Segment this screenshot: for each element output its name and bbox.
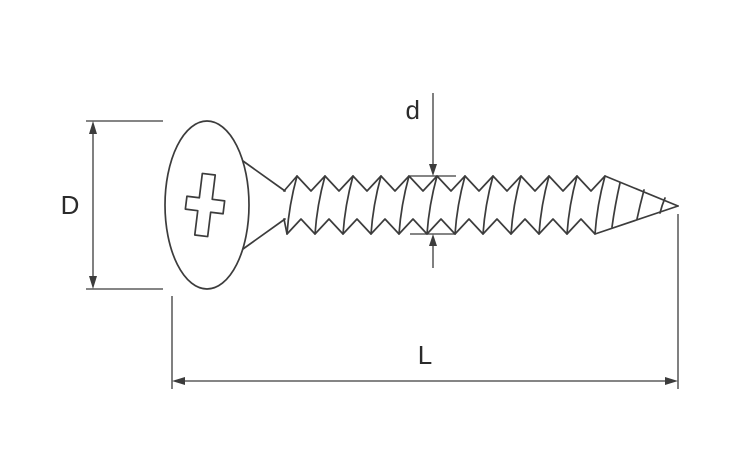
arrow-left-icon (172, 377, 185, 385)
screw-neck-top (242, 160, 286, 192)
screw-neck-bottom (242, 218, 286, 250)
phillips-cross-icon (184, 172, 226, 238)
arrow-right-icon (665, 377, 678, 385)
dimension-L-label: L (418, 340, 432, 370)
thread-helix-lines (286, 175, 606, 235)
screw-head (164, 120, 250, 290)
screw (164, 120, 679, 290)
dimension-overall-length: L (171, 214, 679, 389)
dimension-thread-diameter: d (406, 93, 456, 268)
thread-bottom-silhouette (283, 205, 679, 235)
arrow-up-icon (89, 121, 97, 134)
thread-top-silhouette (283, 175, 679, 207)
dimension-d-label: d (406, 95, 420, 125)
dimension-head-diameter: D (61, 120, 163, 290)
arrow-down-icon (89, 276, 97, 289)
dimension-D-label: D (61, 190, 80, 220)
screw-tip-threads (611, 182, 666, 228)
arrow-down-icon (429, 164, 437, 176)
